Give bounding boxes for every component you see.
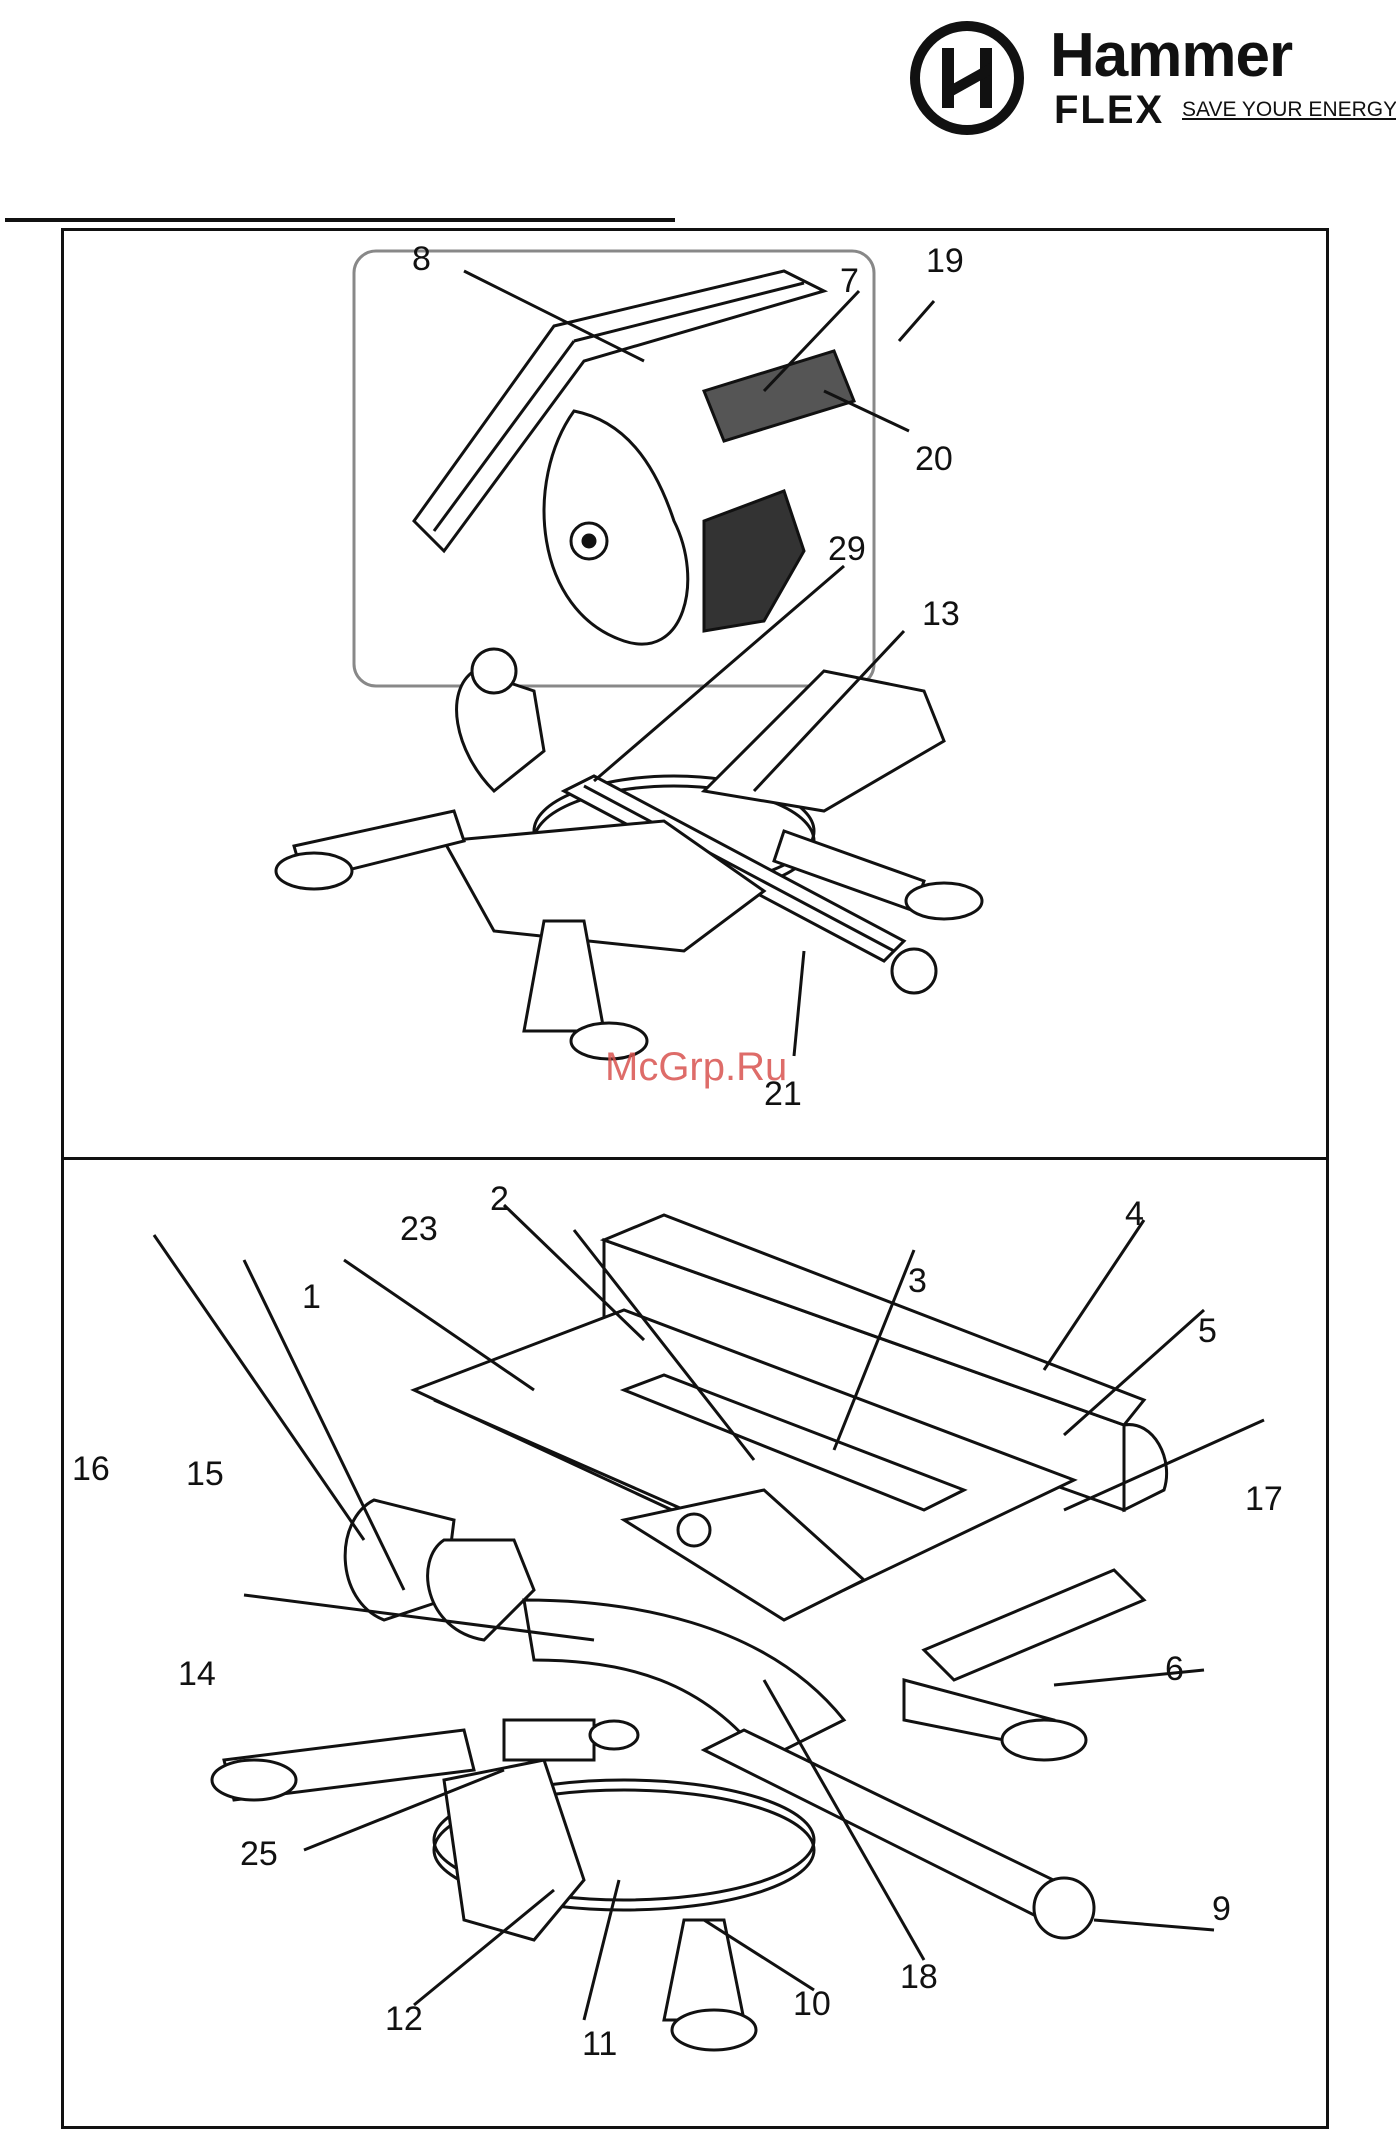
- callout-label: 17: [1245, 1480, 1283, 1519]
- callout-label: 1: [302, 1278, 321, 1317]
- callout-label: 8: [412, 240, 431, 279]
- saw-figure-top: [64, 231, 1326, 1155]
- callout-label: 13: [922, 595, 960, 634]
- callout-label: 4: [1125, 1195, 1144, 1234]
- callout-label: 9: [1212, 1890, 1231, 1929]
- callout-label: 15: [186, 1455, 224, 1494]
- hammer-logo-icon: [910, 20, 1040, 140]
- callout-label: 10: [793, 1985, 831, 2024]
- callout-label: 14: [178, 1655, 216, 1694]
- callout-label: 18: [900, 1958, 938, 1997]
- watermark: McGrp.Ru: [605, 1045, 787, 1090]
- callout-label: 6: [1165, 1650, 1184, 1689]
- brand-sub: FLEX: [1054, 88, 1164, 133]
- brand-tagline: SAVE YOUR ENERGY: [1182, 98, 1396, 122]
- callout-label: 7: [840, 262, 859, 301]
- saw-figure-bottom: [64, 1160, 1326, 2126]
- header-rule: [5, 218, 675, 222]
- brand-logo: Hammer FLEX SAVE YOUR ENERGY: [910, 20, 1380, 140]
- callout-label: 11: [582, 2025, 617, 2064]
- callout-label: 5: [1198, 1312, 1217, 1351]
- brand-name: Hammer: [1050, 20, 1292, 91]
- callout-label: 16: [72, 1450, 110, 1489]
- callout-label: 12: [385, 2000, 423, 2039]
- callout-label: 25: [240, 1835, 278, 1874]
- callout-label: 29: [828, 530, 866, 569]
- callout-label: 23: [400, 1210, 438, 1249]
- callout-label: 19: [926, 242, 964, 281]
- callout-label: 2: [490, 1180, 509, 1219]
- callout-label: 3: [908, 1262, 927, 1301]
- callout-label: 20: [915, 440, 953, 479]
